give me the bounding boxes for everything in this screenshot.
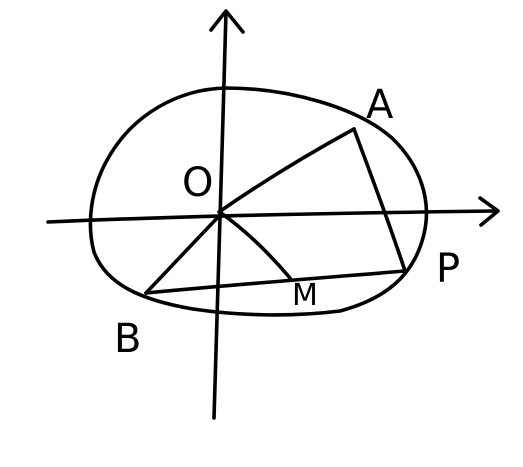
label-point-a: A — [366, 82, 394, 128]
label-origin: O — [182, 160, 213, 206]
segment-b-p — [144, 269, 407, 295]
segment-o-b — [144, 212, 223, 295]
segment-o-a — [217, 127, 356, 214]
segment-o-m — [219, 211, 292, 280]
label-point-p: P — [436, 246, 460, 292]
label-point-b: B — [114, 316, 141, 362]
segment-a-p — [352, 127, 407, 273]
y-axis-arrowhead — [209, 9, 245, 34]
y-axis — [212, 10, 228, 420]
ellipse — [88, 86, 429, 317]
label-point-m: M — [292, 278, 318, 313]
x-axis-arrowhead — [478, 196, 500, 227]
